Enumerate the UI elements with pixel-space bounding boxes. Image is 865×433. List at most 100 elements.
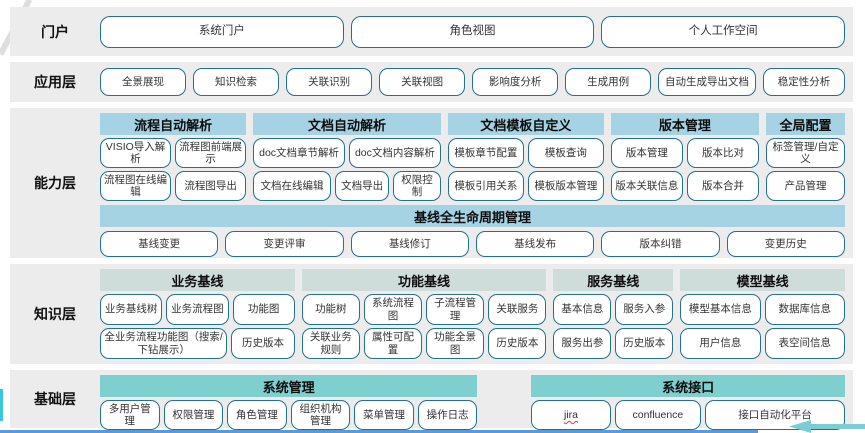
feature-button[interactable]: 模板引用关系 xyxy=(447,171,524,202)
feature-button[interactable]: 模板版本管理 xyxy=(527,171,604,202)
feature-button[interactable]: 用户信息 xyxy=(680,328,761,359)
feature-button[interactable]: 知识检索 xyxy=(193,68,280,96)
feature-button[interactable]: 角色视图 xyxy=(350,15,595,48)
module-group: 全局配置标签管理/自定义产品管理 xyxy=(766,113,846,202)
feature-button[interactable]: 权限管理 xyxy=(163,400,224,431)
feature-button[interactable]: 业务流程图 xyxy=(166,294,229,325)
group-button-row: 关联业务规则属性可配置功能全景图历史版本 xyxy=(301,328,547,359)
group-button-row: 模型基本信息数据库信息 xyxy=(680,294,845,325)
feature-button[interactable]: 服务入参 xyxy=(615,294,674,325)
group-header: 文档模板自定义 xyxy=(447,113,604,135)
feature-button[interactable]: 基线变更 xyxy=(100,231,219,258)
module-group: 业务基线业务基线树业务流程图功能图全业务流程功能图（搜索/下钻展示）历史版本 xyxy=(100,269,295,359)
feature-button[interactable]: 版本关联信息 xyxy=(610,171,683,202)
feature-button[interactable]: 版本管理 xyxy=(610,138,683,169)
group-header: 业务基线 xyxy=(100,269,295,291)
feature-button[interactable]: 流程图导出 xyxy=(175,171,247,202)
feature-button[interactable]: 基本信息 xyxy=(553,294,612,325)
feature-button[interactable]: 标签管理/自定义 xyxy=(766,138,846,169)
feature-button[interactable]: 模板章节配置 xyxy=(447,138,524,169)
feature-button[interactable]: 流程图前端展示 xyxy=(175,138,247,169)
feature-button[interactable]: 组织机构管理 xyxy=(290,400,351,431)
feature-button[interactable]: 数据库信息 xyxy=(764,294,845,325)
feature-button[interactable]: confluence xyxy=(614,400,702,431)
knowledge-groups: 业务基线业务基线树业务流程图功能图全业务流程功能图（搜索/下钻展示）历史版本功能… xyxy=(100,269,845,359)
feature-button[interactable]: 文档导出 xyxy=(334,171,390,202)
feature-button[interactable]: 菜单管理 xyxy=(354,400,414,431)
feature-button[interactable]: 影响度分析 xyxy=(472,68,559,96)
feature-button[interactable]: 系统流程图 xyxy=(363,294,423,325)
feature-button[interactable]: 版本合并 xyxy=(686,171,760,202)
feature-button[interactable]: 个人工作空间 xyxy=(601,15,846,48)
layer-label-knowledge: 知识层 xyxy=(34,306,76,322)
module-group: 版本管理版本管理版本比对版本关联信息版本合并 xyxy=(610,113,760,202)
feature-button[interactable]: 权限控制 xyxy=(393,171,441,202)
feature-button[interactable]: 表空间信息 xyxy=(764,328,845,359)
feature-button[interactable]: 变更评审 xyxy=(225,231,344,258)
group-header: 流程自动解析 xyxy=(100,113,247,135)
group-button-row: 多用户管理权限管理角色管理组织机构管理菜单管理操作日志 xyxy=(100,400,478,431)
feature-button[interactable]: jira xyxy=(531,400,611,431)
group-button-row: 标签管理/自定义 xyxy=(766,138,846,169)
feature-button[interactable]: doc文档章节解析 xyxy=(253,138,345,169)
feature-button[interactable]: 关联识别 xyxy=(286,68,373,96)
feature-button[interactable]: 多用户管理 xyxy=(100,400,160,431)
feature-button[interactable]: 系统门户 xyxy=(100,15,344,48)
feature-button[interactable]: 功能树 xyxy=(301,294,360,325)
group-button-row: 流程图在线编辑流程图导出 xyxy=(100,171,247,202)
module-group: 文档模板自定义模板章节配置模板查询模板引用关系模板版本管理 xyxy=(447,113,604,202)
layer-portal: 门户 系统门户角色视图个人工作空间 xyxy=(10,7,853,56)
feature-button[interactable]: 角色管理 xyxy=(227,400,287,431)
feature-button[interactable]: 子流程管理 xyxy=(426,294,485,325)
feature-button[interactable]: 产品管理 xyxy=(766,171,846,202)
feature-button[interactable]: 基线发布 xyxy=(475,231,595,258)
feature-button[interactable]: 关联视图 xyxy=(379,68,466,96)
feature-button[interactable]: 全景展现 xyxy=(100,68,187,96)
feature-button[interactable]: 服务出参 xyxy=(553,328,612,359)
feature-button[interactable]: 历史版本 xyxy=(488,328,547,359)
layer-foundation: 基础层 系统管理多用户管理权限管理角色管理组织机构管理菜单管理操作日志 系统接口 j… xyxy=(10,370,853,431)
feature-button[interactable]: 模板查询 xyxy=(527,138,604,169)
feature-button[interactable]: 流程图在线编辑 xyxy=(100,171,172,202)
capability-groups: 流程自动解析 VISIO导入解析流程图前端展示流程图在线编辑流程图导出文档自动解析… xyxy=(100,113,846,202)
feature-button[interactable]: 文档在线编辑 xyxy=(253,171,331,202)
feature-button[interactable]: 属性可配置 xyxy=(363,328,423,359)
module-group: 系统管理多用户管理权限管理角色管理组织机构管理菜单管理操作日志 xyxy=(100,375,478,431)
group-button-row: 功能树系统流程图子流程管理关联服务 xyxy=(301,294,547,325)
feature-button[interactable]: 版本比对 xyxy=(686,138,760,169)
group-button-row: 服务出参历史版本 xyxy=(553,328,674,359)
feature-button[interactable]: 稳定性分析 xyxy=(762,68,846,96)
feature-button[interactable]: 功能图 xyxy=(232,294,295,325)
feature-button[interactable]: 业务基线树 xyxy=(100,294,163,325)
feature-button[interactable]: 关联服务 xyxy=(488,294,547,325)
left-arrow-icon xyxy=(789,420,865,433)
layer-application: 应用层 全景展现知识检索关联识别关联视图影响度分析生成用例自动生成导出文档稳定性… xyxy=(10,62,853,102)
feature-button[interactable]: 操作日志 xyxy=(417,400,478,431)
feature-button[interactable]: 关联业务规则 xyxy=(301,328,360,359)
portal-button-row: 系统门户角色视图个人工作空间 xyxy=(100,15,846,48)
group-button-row: 模板引用关系模板版本管理 xyxy=(447,171,604,202)
feature-button[interactable]: 变更历史 xyxy=(726,231,845,258)
feature-button[interactable]: VISIO导入解析 xyxy=(100,138,172,169)
feature-button[interactable]: doc文档内容解析 xyxy=(349,138,441,169)
feature-button[interactable]: 基线修订 xyxy=(350,231,469,258)
group-button-row: 业务基线树业务流程图功能图 xyxy=(100,294,295,325)
layer-label-foundation: 基础层 xyxy=(34,391,76,407)
feature-button[interactable]: 自动生成导出文档 xyxy=(658,68,756,96)
feature-button[interactable]: 模型基本信息 xyxy=(680,294,761,325)
baseline-button-row: 基线变更变更评审基线修订基线发布版本纠错变更历史 xyxy=(100,231,845,258)
group-header: 系统管理 xyxy=(100,375,478,397)
feature-button[interactable]: 全业务流程功能图（搜索/下钻展示） xyxy=(100,328,228,359)
feature-button[interactable]: 历史版本 xyxy=(615,328,674,359)
feature-button[interactable]: 生成用例 xyxy=(565,68,652,96)
group-header: 服务基线 xyxy=(553,269,674,291)
group-button-row: VISIO导入解析流程图前端展示 xyxy=(100,138,247,169)
feature-button[interactable]: 历史版本 xyxy=(231,328,295,359)
feature-button[interactable]: 版本纠错 xyxy=(601,231,720,258)
layer-label-application: 应用层 xyxy=(34,74,76,90)
group-header: 系统接口 xyxy=(531,375,845,397)
feature-button[interactable]: 功能全景图 xyxy=(426,328,485,359)
